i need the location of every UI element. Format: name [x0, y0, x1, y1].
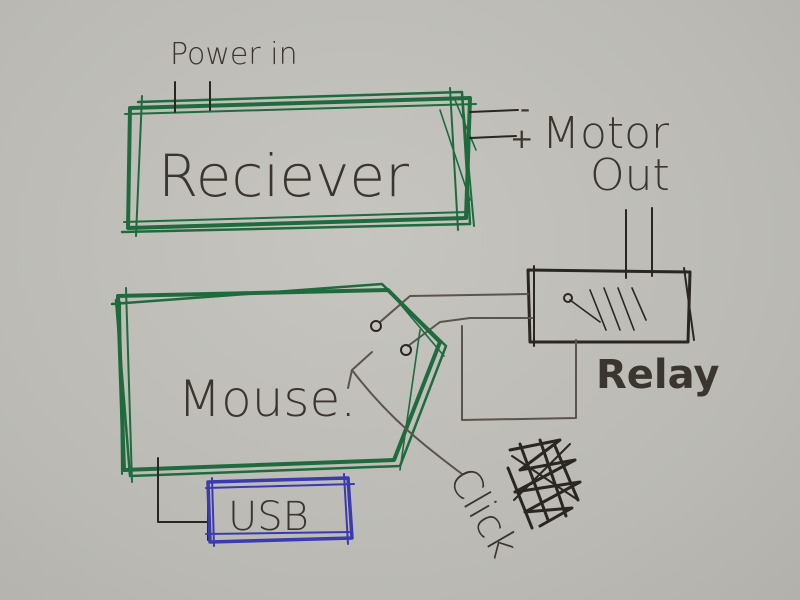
relay-output-leads: [625, 207, 653, 279]
out-label: Out: [590, 150, 670, 201]
relay-label: Relay: [596, 352, 719, 398]
scribble-mark: [506, 438, 582, 530]
usb-label: USB: [228, 494, 309, 540]
power-in-label: Power in: [170, 37, 298, 72]
motor-label: Motor: [542, 108, 670, 159]
minus-sign: -: [520, 92, 530, 125]
relay-control-wires: [379, 293, 577, 421]
receiver-label: Reciever: [158, 142, 409, 210]
mouse-box: [110, 282, 448, 483]
mouse-label: Mouse.: [178, 370, 356, 428]
plus-sign: +: [510, 122, 533, 155]
click-arrow: [347, 351, 463, 475]
power-in-leads: [174, 81, 211, 113]
usb-box: [205, 473, 355, 547]
receiver-box: [120, 87, 477, 237]
motor-out-leads: [469, 109, 519, 139]
click-contacts: [370, 320, 412, 356]
relay-box: [526, 265, 695, 347]
click-label: Click: [439, 460, 526, 566]
